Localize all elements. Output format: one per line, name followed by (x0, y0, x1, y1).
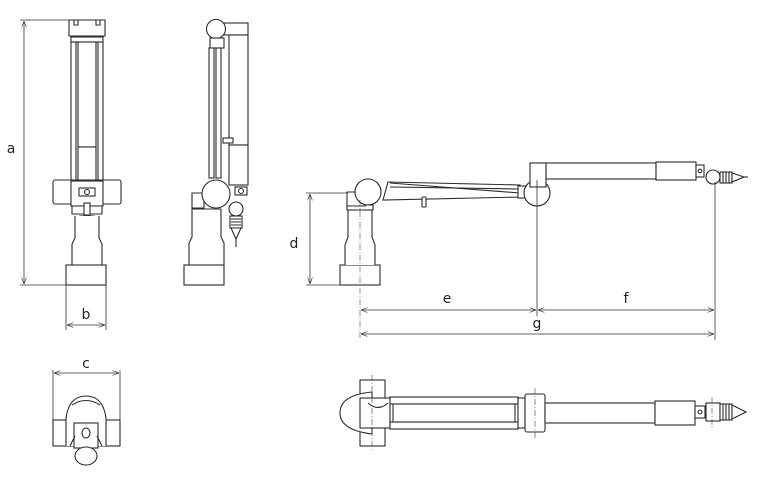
front-view (52, 19, 122, 286)
dimension-c: c (52, 356, 121, 420)
dimension-a: a (7, 19, 70, 286)
dimension-label-b: b (82, 307, 91, 323)
top-view-small (52, 395, 121, 466)
dimension-label-f: f (624, 291, 630, 307)
dimension-d: d (290, 192, 348, 286)
dimension-g: g (361, 316, 714, 334)
side-view (183, 18, 249, 286)
dimension-e: e (361, 291, 536, 310)
dimension-b: b (65, 285, 107, 330)
dimension-label-g: g (533, 316, 542, 332)
plan-view (339, 375, 748, 452)
dimension-label-a: a (7, 141, 16, 157)
dimension-f: f (538, 291, 714, 310)
dimension-label-c: c (82, 356, 90, 372)
dimension-label-e: e (443, 291, 452, 307)
dimension-label-d: d (290, 236, 299, 252)
elevation-view (339, 161, 748, 340)
